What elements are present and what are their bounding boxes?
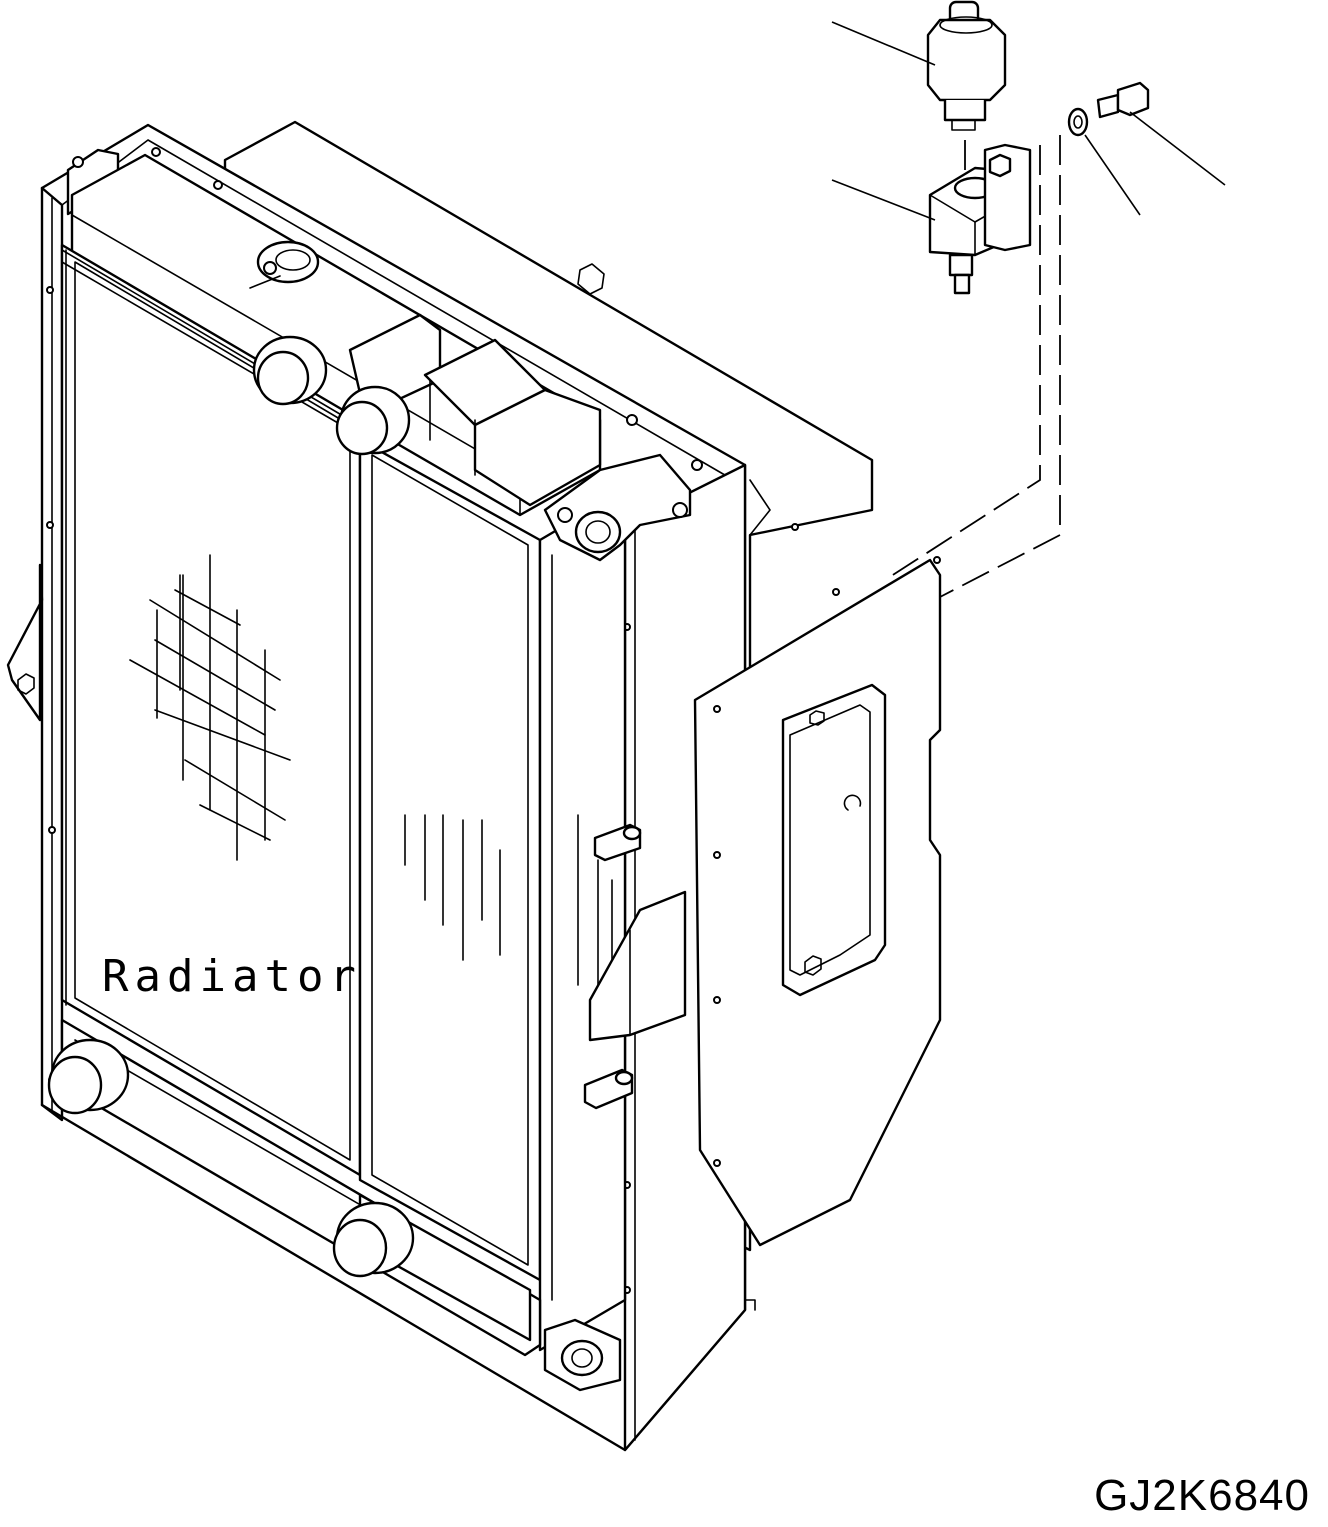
mounting-plate (693, 556, 942, 1247)
intercooler-core (358, 438, 542, 1282)
side-bracket (588, 890, 687, 1042)
adapter-block (928, 143, 1032, 295)
radiator-label: Radiator (102, 951, 362, 1002)
bolt-part (1096, 81, 1150, 119)
mounting-studs (583, 823, 642, 1110)
bottom-tank (47, 1018, 622, 1392)
upper-flange-fitting (543, 414, 703, 562)
aftercooler-core (538, 488, 627, 1352)
upper-hose-connections (249, 240, 602, 507)
washer-part (1067, 107, 1089, 137)
sensor-part (926, 0, 1007, 131)
exploded-parts (831, 0, 1226, 295)
assembly-lines (884, 135, 1061, 598)
drawing-id: GJ2K6840 (1094, 1471, 1310, 1520)
